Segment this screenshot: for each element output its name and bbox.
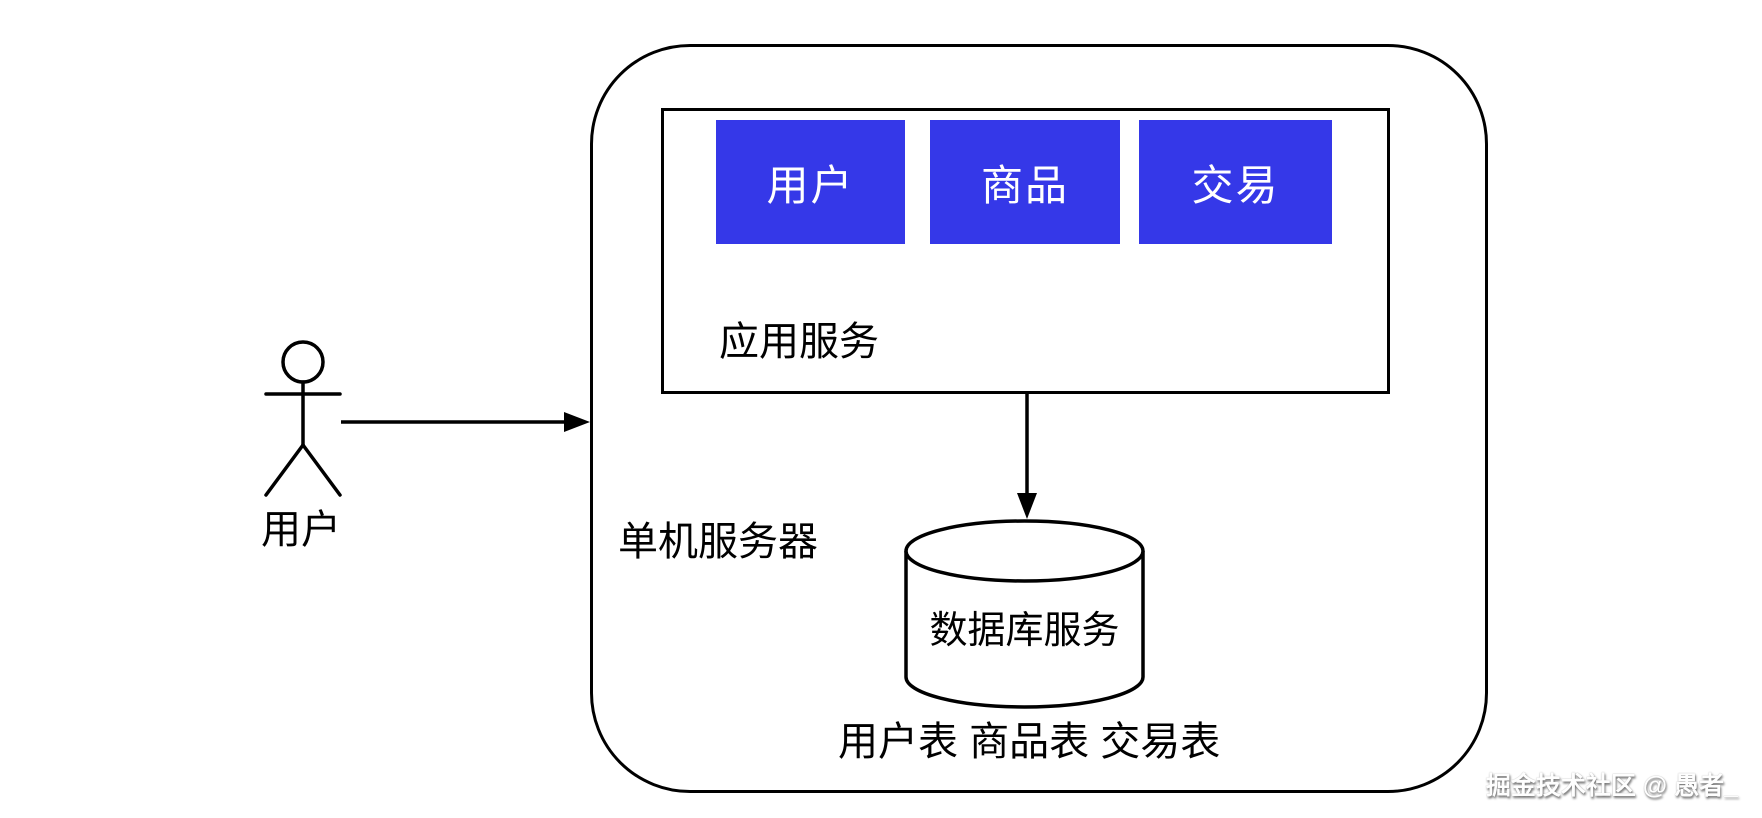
single-server-label: 单机服务器 bbox=[618, 520, 818, 564]
user-to-server-arrow bbox=[341, 412, 590, 432]
user-actor-label: 用户 bbox=[261, 508, 341, 552]
actor-head bbox=[281, 340, 325, 384]
module-trade-label: 交易 bbox=[1191, 161, 1280, 209]
database-service-label: 数据库服务 bbox=[929, 610, 1120, 652]
module-product: 商品 bbox=[930, 120, 1120, 244]
module-trade: 交易 bbox=[1139, 120, 1332, 244]
arrowhead-right-icon bbox=[564, 412, 590, 432]
user-actor-figure bbox=[264, 340, 342, 497]
database-tables-label: 用户表 商品表 交易表 bbox=[838, 720, 1221, 764]
module-product-label: 商品 bbox=[980, 161, 1069, 209]
app-service-label: 应用服务 bbox=[719, 320, 879, 364]
module-user-label: 用户 bbox=[766, 161, 855, 209]
module-user: 用户 bbox=[716, 120, 905, 244]
actor-left-leg bbox=[264, 443, 305, 497]
actor-right-leg bbox=[301, 443, 342, 497]
watermark-text: 掘金技术社区 @ 愚者_ bbox=[1485, 772, 1738, 800]
single-server-box bbox=[590, 44, 1488, 793]
